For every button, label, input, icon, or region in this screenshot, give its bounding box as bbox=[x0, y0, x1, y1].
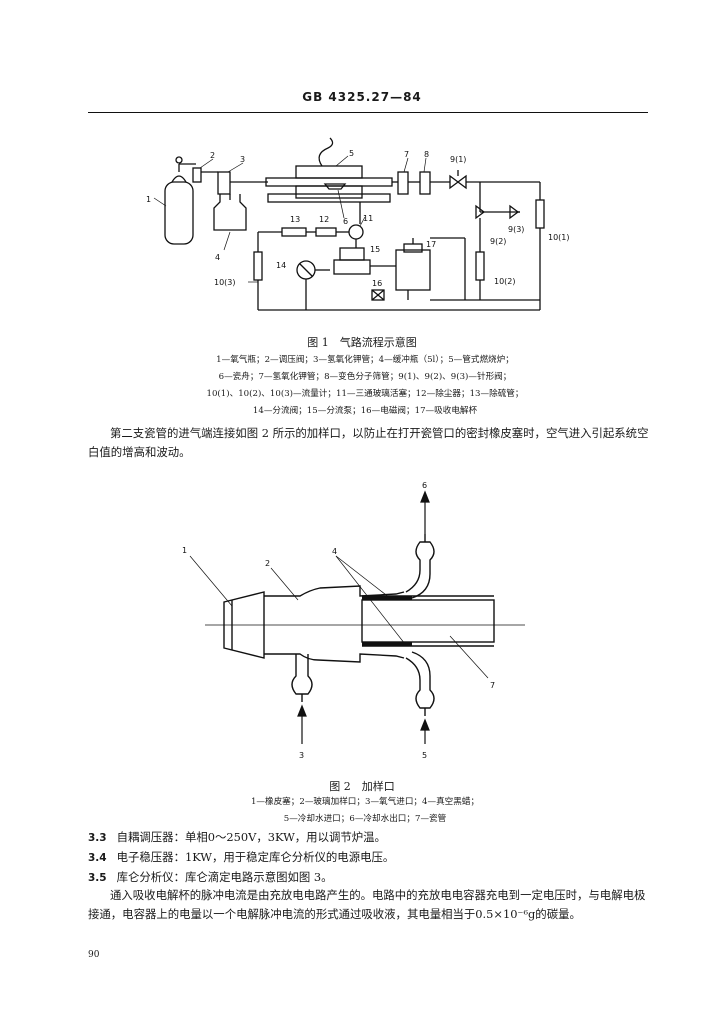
fig1-label-12: 12 bbox=[319, 215, 329, 224]
fig1-label-9-3: 9(3) bbox=[508, 225, 524, 234]
fig1-label-9-2: 9(2) bbox=[490, 237, 506, 246]
figure-1-diagram: 1 2 3 4 5 6 7 8 9(1) 9(2) 9(3) 10(1) 10(… bbox=[146, 137, 570, 311]
fig1-label-2: 2 bbox=[210, 151, 215, 160]
running-header: GB 4325.27—84 bbox=[302, 90, 422, 104]
figure-1-legend-line: 6—瓷舟；7—氢氧化钾管；8—变色分子筛管；9(1)、9(2)、9(3)—针形阀… bbox=[218, 372, 512, 382]
fig1-label-3: 3 bbox=[240, 155, 245, 164]
fig2-label-1: 1 bbox=[182, 546, 187, 555]
fig1-label-4: 4 bbox=[215, 253, 220, 262]
fig1-label-1: 1 bbox=[146, 195, 151, 204]
fig1-label-11: 11 bbox=[363, 214, 373, 223]
section-3-3: 3.3 自耦调压器：单相0～250V，3KW，用以调节炉温。 bbox=[88, 828, 654, 848]
page-number: 90 bbox=[88, 950, 100, 960]
section-text: 自耦调压器：单相0～250V，3KW，用以调节炉温。 bbox=[116, 830, 386, 844]
fig1-label-5: 5 bbox=[349, 149, 354, 158]
fig2-label-5: 5 bbox=[422, 751, 427, 760]
fig1-label-6: 6 bbox=[343, 217, 348, 226]
fig1-label-10-1: 10(1) bbox=[548, 233, 570, 242]
fig1-label-9-1: 9(1) bbox=[450, 155, 466, 164]
fig1-label-15: 15 bbox=[370, 245, 380, 254]
figure-2-legend: 1—橡皮塞；2—玻璃加样口；3—氧气进口；4—真空黑蜡； 5—冷却水进口；6—冷… bbox=[60, 794, 670, 828]
fig1-label-16: 16 bbox=[372, 279, 382, 288]
fig2-label-2: 2 bbox=[265, 559, 270, 568]
fig2-label-3: 3 bbox=[299, 751, 304, 760]
section-text: 库仑分析仪：库仑滴定电路示意图如图 3。 bbox=[116, 870, 333, 884]
section-3-5: 3.5 库仑分析仪：库仑滴定电路示意图如图 3。 bbox=[88, 868, 654, 888]
fig1-label-13: 13 bbox=[290, 215, 300, 224]
fig1-label-10-2: 10(2) bbox=[494, 277, 516, 286]
figure-1-legend-line: 10(1)、10(2)、10(3)—流量计；11—三通玻璃活塞；12—除尘器；1… bbox=[206, 389, 524, 399]
fig2-label-4: 4 bbox=[332, 547, 337, 556]
figure-1-caption: 图 1 气路流程示意图 bbox=[307, 336, 417, 349]
section-number: 3.3 bbox=[88, 832, 107, 844]
header-rule bbox=[88, 112, 648, 113]
section-number: 3.4 bbox=[88, 852, 107, 864]
section-list: 3.3 自耦调压器：单相0～250V，3KW，用以调节炉温。 3.4 电子稳压器：1… bbox=[88, 828, 654, 888]
figure-1-legend-line: 1—氧气瓶；2—调压阀；3—氢氧化钾管；4—缓冲瓶（5l）；5—管式燃烧炉； bbox=[216, 355, 514, 365]
fig2-label-7: 7 bbox=[490, 681, 495, 690]
figure-2-caption: 图 2 加样口 bbox=[329, 780, 395, 793]
fig1-label-7: 7 bbox=[404, 150, 409, 159]
paragraph-text: 通入吸收电解杯的脉冲电流是由充放电电路产生的。电路中的充放电电容器充电到一定电压… bbox=[88, 888, 646, 921]
figure-2-legend-line: 5—冷却水进口；6—冷却水出口；7—瓷管 bbox=[283, 814, 447, 824]
fig2-label-6: 6 bbox=[422, 481, 427, 490]
figure-2-legend-line: 1—橡皮塞；2—玻璃加样口；3—氧气进口；4—真空黑蜡； bbox=[250, 797, 480, 807]
figure-1-legend: 1—氧气瓶；2—调压阀；3—氢氧化钾管；4—缓冲瓶（5l）；5—管式燃烧炉； 6… bbox=[60, 352, 670, 420]
fig1-label-14: 14 bbox=[276, 261, 286, 270]
fig1-label-17: 17 bbox=[426, 240, 436, 249]
section-3-4: 3.4 电子稳压器：1KW，用于稳定库仑分析仪的电源电压。 bbox=[88, 848, 654, 868]
section-text: 电子稳压器：1KW，用于稳定库仑分析仪的电源电压。 bbox=[116, 850, 395, 864]
fig1-label-8: 8 bbox=[424, 150, 429, 159]
figure-1-legend-line: 14—分流阀；15—分流泵；16—电磁阀；17—吸收电解杯 bbox=[252, 406, 478, 416]
paragraph-sample-port: 第二支瓷管的进气端连接如图 2 所示的加样口，以防止在打开瓷管口的密封橡皮塞时，… bbox=[88, 424, 654, 462]
paragraph-pulse-current: 通入吸收电解杯的脉冲电流是由充放电电路产生的。电路中的充放电电容器充电到一定电压… bbox=[88, 886, 654, 924]
fig1-label-10-3: 10(3) bbox=[214, 278, 236, 287]
section-number: 3.5 bbox=[88, 872, 107, 884]
paragraph-text: 第二支瓷管的进气端连接如图 2 所示的加样口，以防止在打开瓷管口的密封橡皮塞时，… bbox=[88, 426, 649, 459]
